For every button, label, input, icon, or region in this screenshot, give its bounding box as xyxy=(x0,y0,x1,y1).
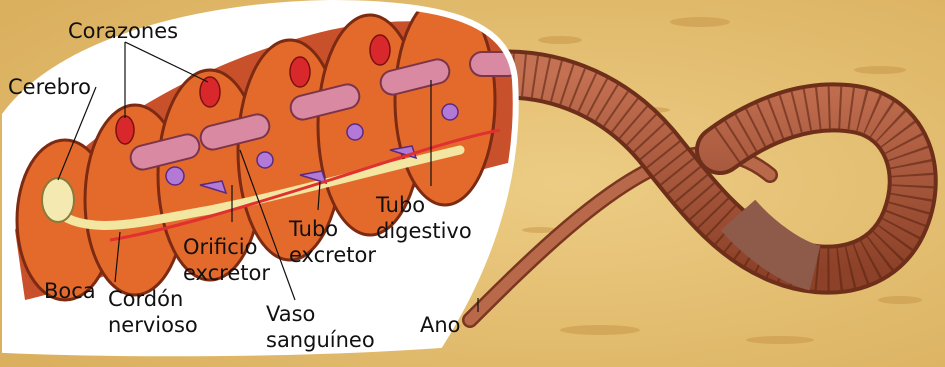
label-cordon-line2: nervioso xyxy=(108,313,198,337)
label-tubo-excretor-line1: Tubo xyxy=(288,217,338,241)
label-vaso-line2: sanguíneo xyxy=(266,328,375,352)
brain xyxy=(42,178,74,222)
label-cordon-line1: Cordón xyxy=(108,287,183,311)
label-tubo-digestivo-line2: digestivo xyxy=(376,219,472,243)
label-ano: Ano xyxy=(420,313,461,337)
label-orificio-line2: excretor xyxy=(183,261,270,285)
label-tubo-excretor-line2: excretor xyxy=(289,243,376,267)
label-orificio-line1: Orificio xyxy=(183,235,257,259)
label-cerebro: Cerebro xyxy=(8,75,91,99)
label-corazones: Corazones xyxy=(68,19,178,43)
label-boca: Boca xyxy=(44,279,96,303)
label-vaso-line1: Vaso xyxy=(266,302,315,326)
label-tubo-digestivo-line1: Tubo xyxy=(375,193,425,217)
